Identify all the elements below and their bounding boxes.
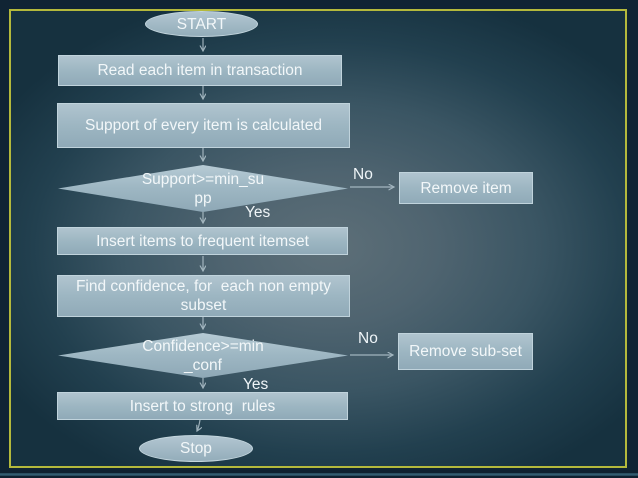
- process-insert-frequent-label: Insert items to frequent itemset: [96, 232, 309, 250]
- process-find-confidence-line2: subset: [180, 297, 227, 314]
- decision-support-line2: pp: [194, 189, 212, 207]
- decision-support-text: Support>=min_su pp: [58, 165, 348, 212]
- process-read-items: Read each item in transaction: [58, 55, 342, 86]
- branch-label-yes-1: Yes: [245, 204, 271, 221]
- process-insert-frequent: Insert items to frequent itemset: [57, 227, 348, 255]
- decision-confidence-line1: Confidence>=min: [142, 337, 264, 355]
- stop-label: Stop: [180, 440, 212, 457]
- decision-confidence-text: Confidence>=min _conf: [58, 333, 348, 378]
- process-find-confidence-line1: Find confidence, for each non empty: [75, 278, 332, 295]
- process-remove-subset: Remove sub-set: [398, 333, 533, 370]
- decision-confidence-line2: _conf: [184, 356, 222, 374]
- process-calc-support: Support of every item is calculated: [57, 103, 350, 148]
- process-remove-item: Remove item: [399, 172, 533, 204]
- process-read-items-label: Read each item in transaction: [97, 62, 303, 79]
- process-calc-support-label: Support of every item is calculated: [85, 117, 322, 134]
- start-terminator: START: [145, 11, 258, 37]
- bottom-accent-line: [0, 473, 638, 476]
- process-remove-item-label: Remove item: [420, 179, 512, 197]
- branch-label-yes-2: Yes: [243, 376, 269, 393]
- branch-label-no-2: No: [358, 330, 378, 347]
- process-remove-subset-label: Remove sub-set: [409, 343, 522, 360]
- process-insert-strong: Insert to strong rules: [57, 392, 348, 420]
- stop-terminator: Stop: [139, 435, 253, 462]
- decision-support-line1: Support>=min_su: [141, 170, 265, 188]
- branch-label-no-1: No: [353, 166, 373, 183]
- process-find-confidence: Find confidence, for each non empty subs…: [57, 275, 350, 317]
- start-label: START: [176, 15, 227, 33]
- process-insert-strong-label: Insert to strong rules: [129, 397, 276, 415]
- decision-confidence-threshold: Confidence>=min _conf: [58, 333, 348, 378]
- decision-support-threshold: Support>=min_su pp: [58, 165, 348, 212]
